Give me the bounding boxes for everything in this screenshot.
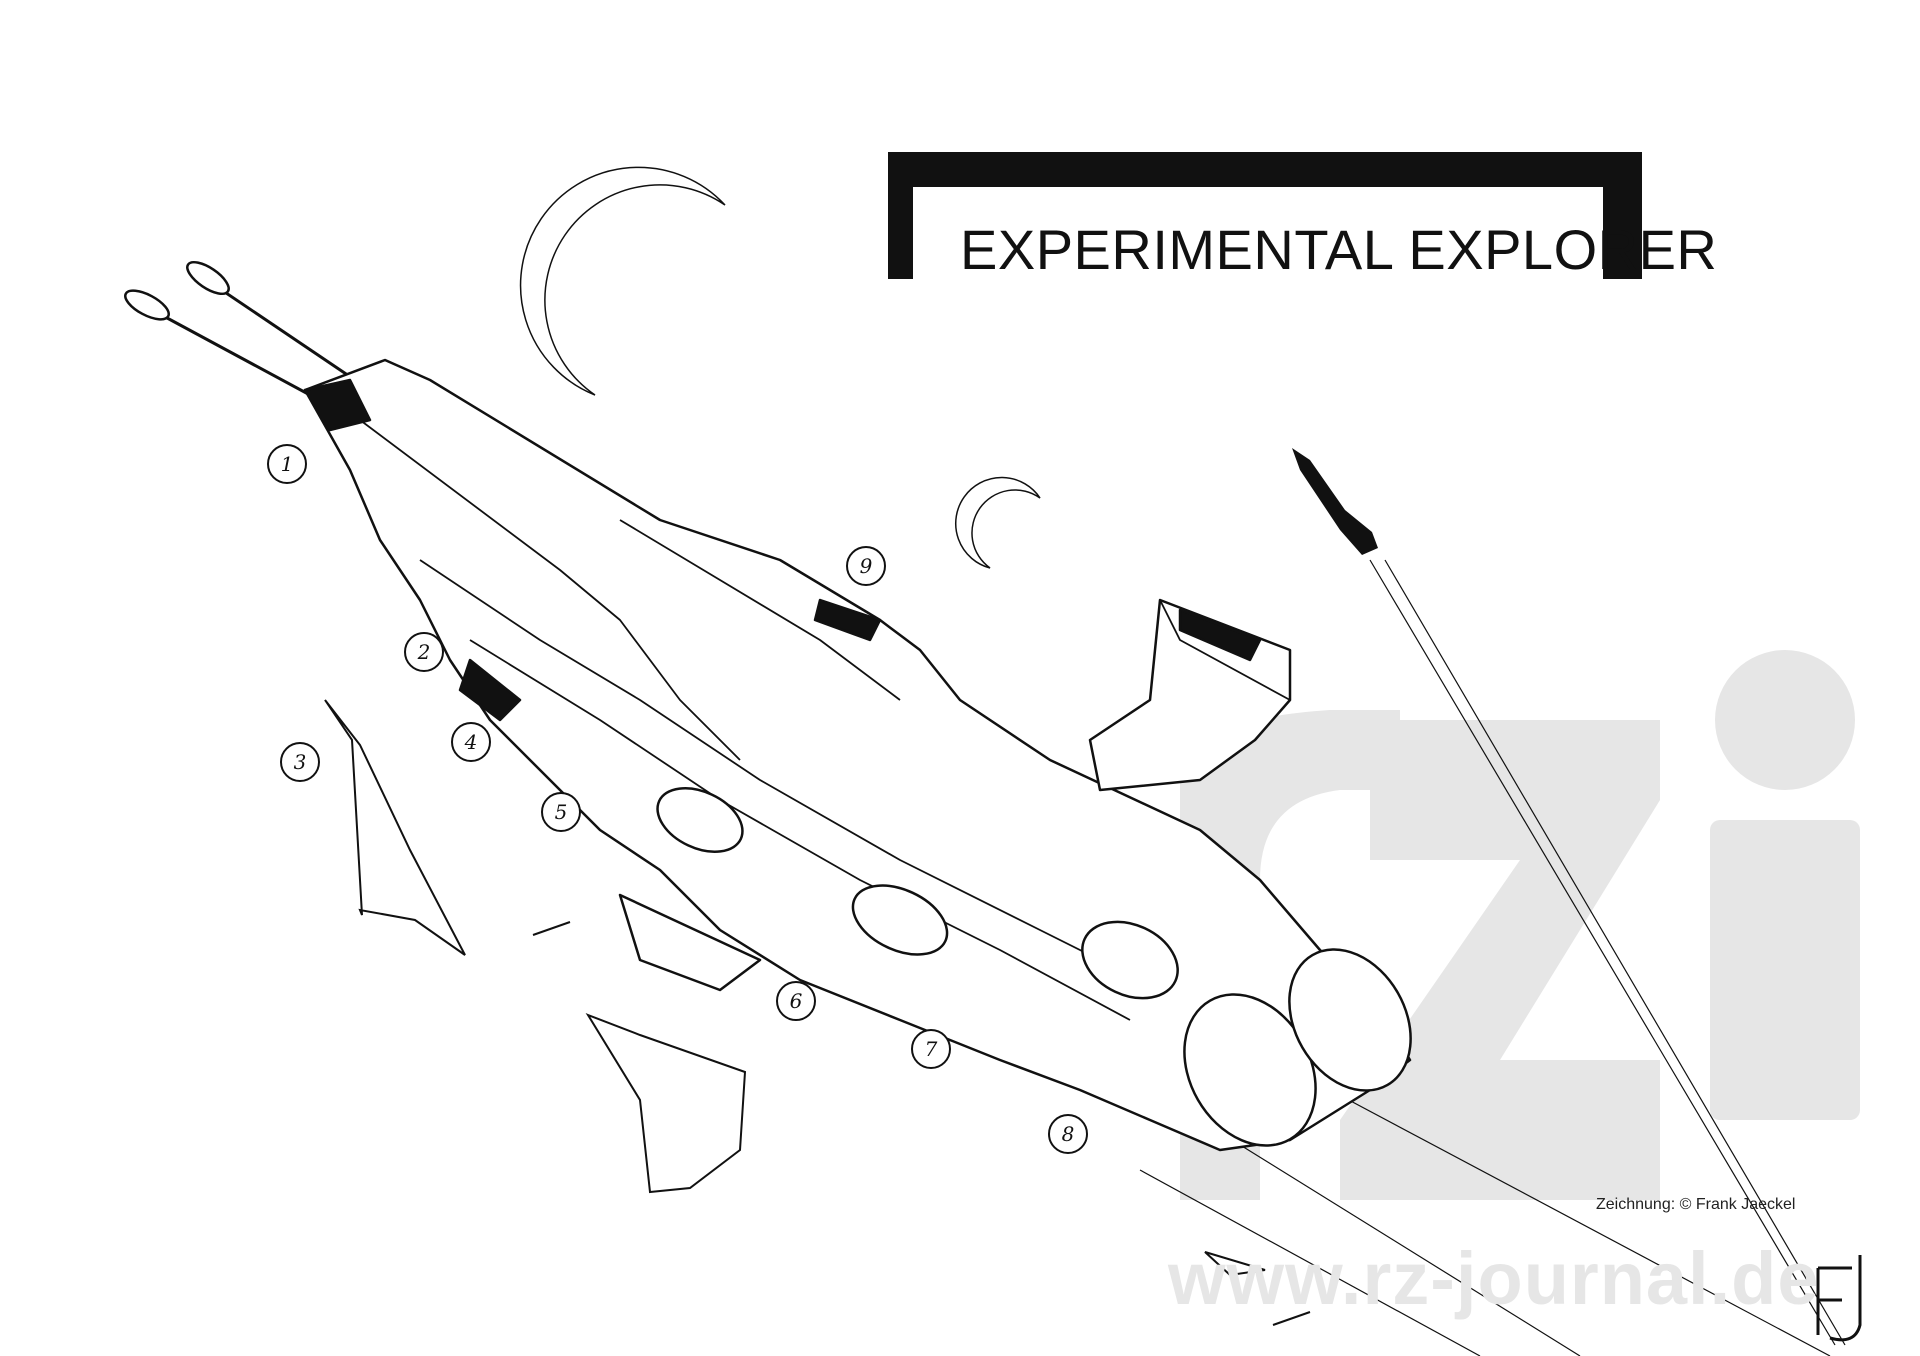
callout-2: 2 — [404, 632, 444, 672]
hull-fragments — [324, 699, 1311, 1326]
distant-ship — [1292, 448, 1378, 555]
artist-signature — [1816, 1255, 1862, 1342]
title-plate — [888, 152, 1642, 279]
callout-7: 7 — [911, 1029, 951, 1069]
callout-5: 5 — [541, 792, 581, 832]
speed-lines — [1139, 559, 1846, 1356]
callout-8: 8 — [1048, 1114, 1088, 1154]
artist-credit: Zeichnung: © Frank Jaeckel — [1596, 1196, 1796, 1213]
callout-4: 4 — [451, 722, 491, 762]
callout-1: 1 — [267, 444, 307, 484]
callout-6: 6 — [776, 981, 816, 1021]
title-plate-inner — [913, 187, 1603, 279]
callout-3: 3 — [280, 742, 320, 782]
page-title: EXPERIMENTAL EXPLORER — [960, 218, 1718, 281]
watermark-url: www.rz-journal.de — [1168, 1237, 1820, 1320]
callout-9: 9 — [846, 546, 886, 586]
crescent-moons — [519, 166, 1041, 569]
main-ship — [124, 260, 1412, 1152]
